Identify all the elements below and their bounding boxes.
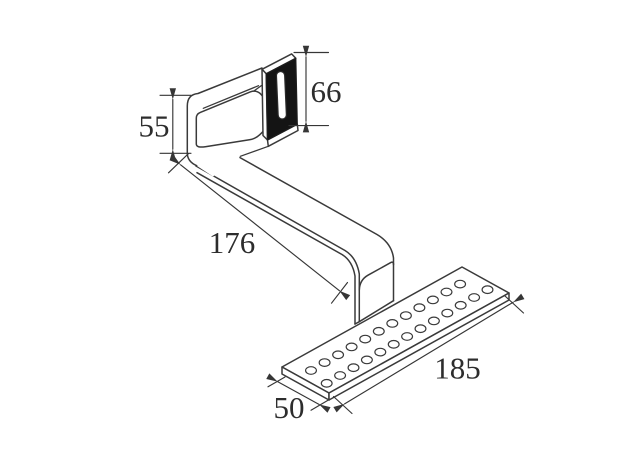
dimension-66: 66	[288, 45, 342, 133]
plate-hole	[454, 300, 467, 310]
dimension-50-tick-start	[267, 376, 286, 388]
dimension-185-tick-start	[332, 395, 353, 415]
hook-riser	[186, 67, 269, 177]
plate-hole	[427, 316, 440, 326]
plate-hole	[481, 285, 494, 295]
plate-hole	[387, 339, 400, 349]
dimension-50: 50	[266, 373, 331, 425]
plate-hole	[426, 295, 439, 305]
plate-hole	[372, 326, 385, 336]
plate-hole	[440, 287, 453, 297]
plate-hole	[374, 347, 387, 357]
plate-hole	[360, 355, 373, 365]
plate-hole	[332, 350, 345, 360]
plate-hole	[414, 324, 427, 334]
dimension-185-arrow-line	[333, 293, 525, 413]
dimension-66-label: 66	[311, 74, 342, 109]
dimension-176-tick-end	[330, 281, 349, 304]
dimension-50-label: 50	[274, 390, 305, 425]
plate-hole	[441, 308, 454, 318]
plate-hole	[359, 334, 372, 344]
dimension-185-tick-end	[504, 295, 525, 314]
dimension-185: 185	[332, 293, 525, 415]
plate-hole	[401, 332, 414, 341]
dimension-176-label: 176	[209, 225, 256, 260]
plate-hole	[454, 279, 467, 289]
slotted-tab	[261, 53, 299, 148]
plate-hole	[386, 319, 399, 328]
drop-face-top-edge	[358, 261, 395, 291]
plate-hole	[468, 293, 481, 302]
hook-outer-edge	[186, 67, 263, 154]
hook-top-face-inner-edge	[202, 85, 260, 109]
plate-hole	[320, 378, 333, 388]
dimension-50-arrow-line	[266, 373, 331, 413]
riser-bottom-edge	[239, 145, 269, 157]
plate-hole	[318, 358, 331, 368]
dimension-176-tick-start	[167, 153, 190, 174]
dimension-55-label: 55	[139, 109, 170, 144]
dimension-185-label: 185	[434, 351, 481, 386]
dimension-176-arrow-line	[169, 155, 351, 301]
plate-hole	[345, 342, 358, 352]
plate-hole	[334, 371, 347, 380]
plate-hole	[399, 311, 412, 321]
tab-slot	[275, 70, 287, 120]
plate-hole	[413, 303, 426, 313]
arm-back-edge	[239, 156, 395, 302]
plate-hole	[347, 363, 360, 373]
dimension-55: 55	[139, 88, 192, 161]
plate-hole	[305, 366, 318, 375]
dimension-176: 176	[167, 153, 351, 304]
